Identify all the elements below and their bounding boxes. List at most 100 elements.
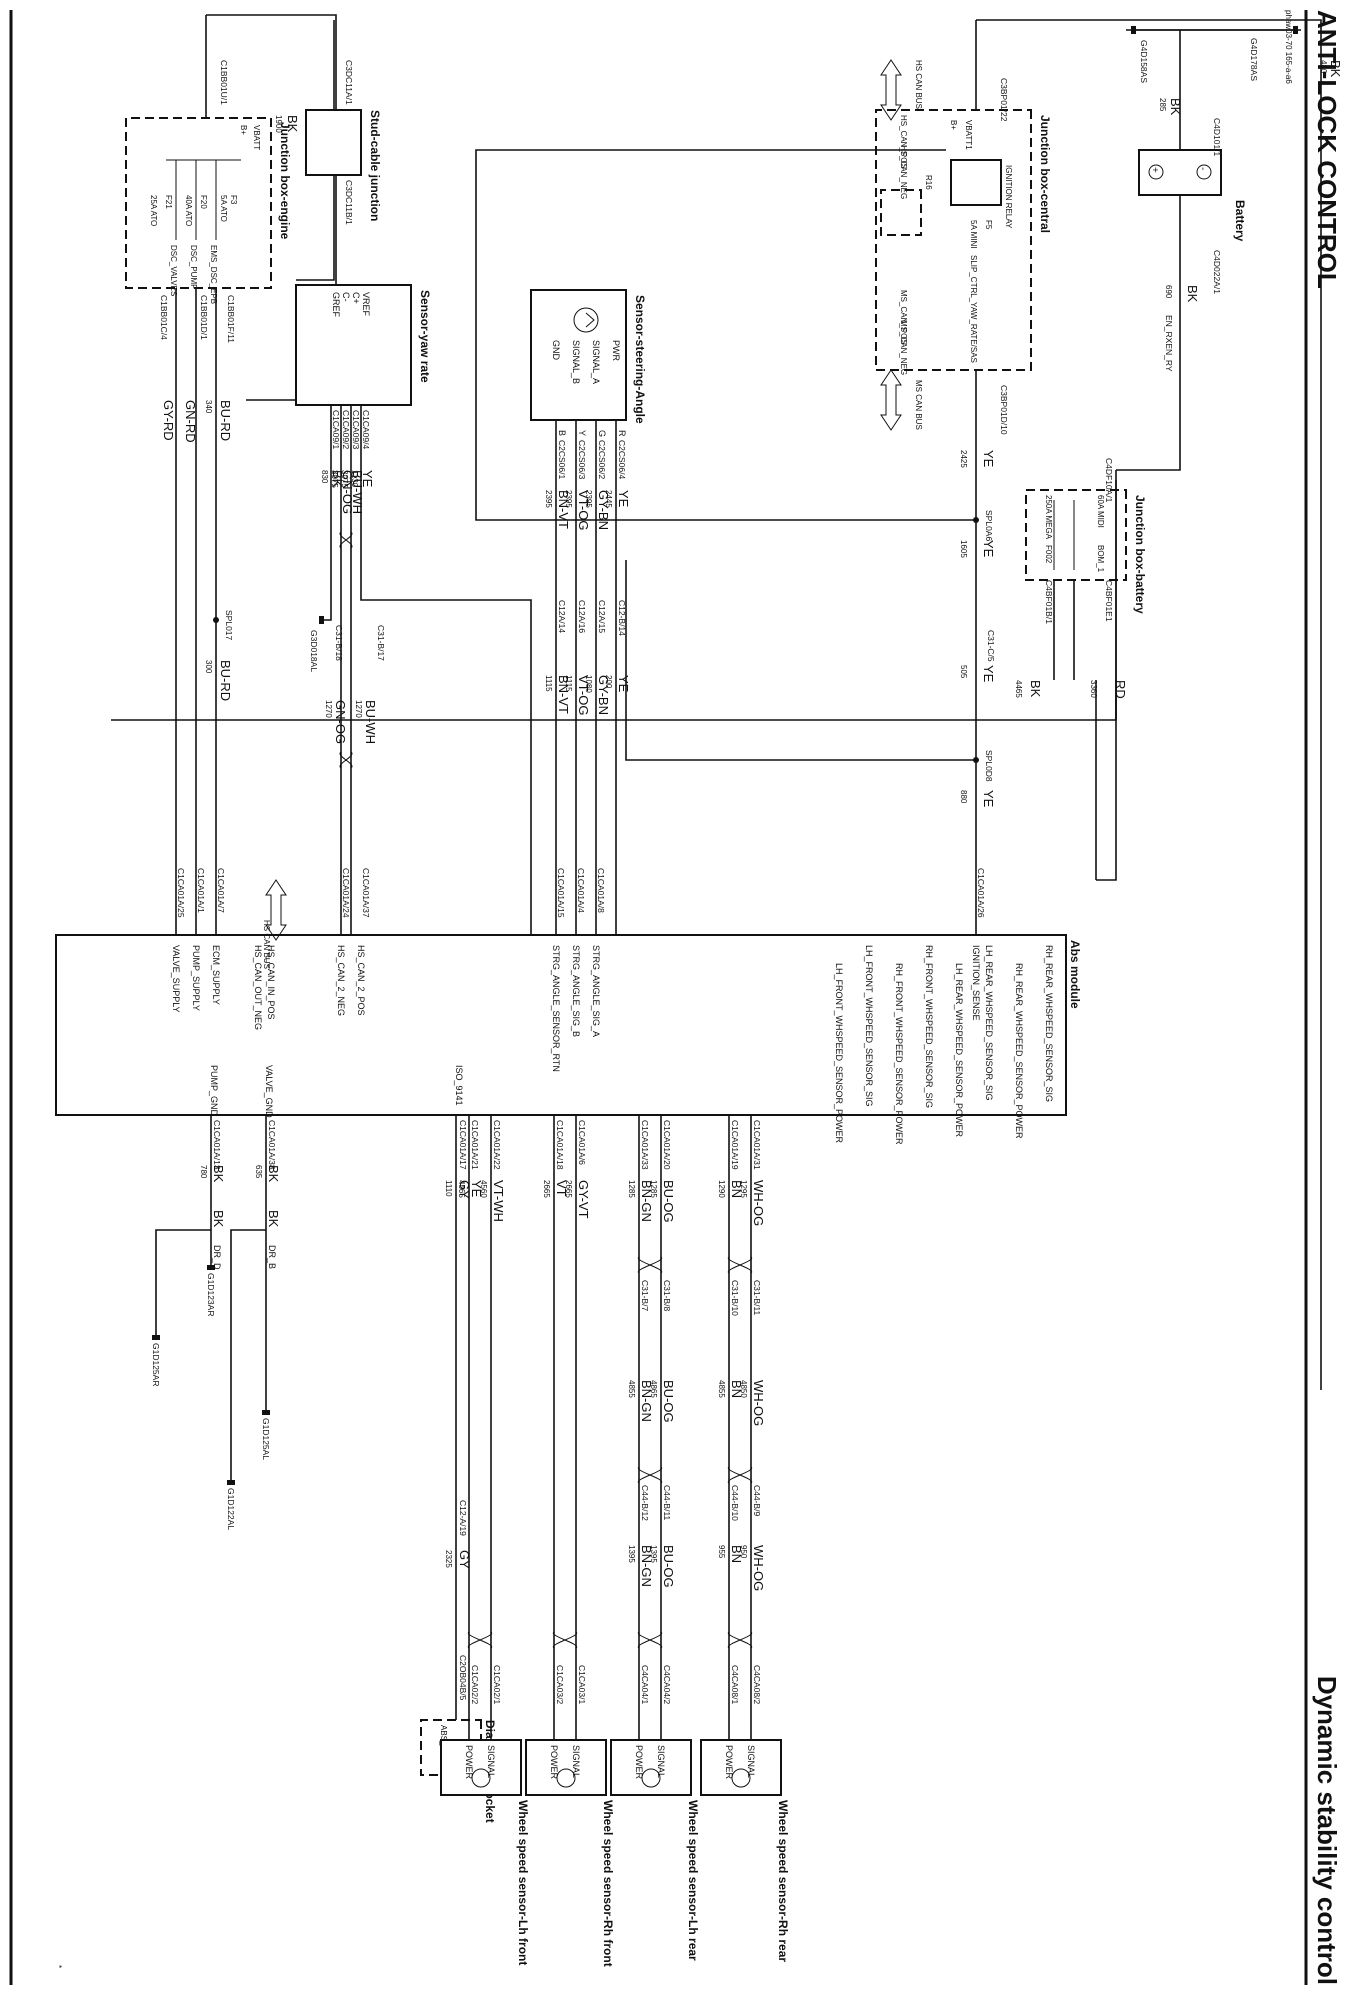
- wire-num: 1080: [584, 675, 593, 693]
- yaw-pin-label: VREF: [361, 292, 371, 317]
- conn-label: C31-B/17: [376, 625, 386, 661]
- wheel-speed-sensor-box: [525, 1739, 607, 1796]
- conn-label: C1CA02/1: [492, 1665, 502, 1704]
- svg-text:R16: R16: [924, 175, 933, 190]
- ground-g4d158as: G4D158AS: [1139, 40, 1149, 83]
- svg-text:C3DC11B/1: C3DC11B/1: [344, 180, 354, 225]
- wire-num: 1395: [627, 1545, 636, 1563]
- ground-label: G1D125AR: [151, 1343, 161, 1386]
- junction-box-engine: Junction box-engine VBATT B+ F3 5A ATO F…: [125, 117, 292, 304]
- wire-num: 2395: [564, 490, 573, 508]
- wire-num: 4465: [1014, 680, 1023, 698]
- wire-color: BK: [330, 470, 345, 488]
- wire-num: 1130: [350, 470, 359, 488]
- abs-pump-gnd-label: PUMP_GND: [209, 1065, 219, 1117]
- abs-conn: C1CA01A/4: [576, 868, 586, 913]
- wire-color: GY-BN: [596, 675, 611, 715]
- wire-color: YE: [616, 675, 631, 693]
- conn-label: C4CA04/1: [640, 1665, 650, 1704]
- wheel-pin-label: POWER: [634, 1745, 644, 1780]
- page-title: ANTI-LOCK CONTROL: [1312, 10, 1342, 289]
- svg-text:F5: F5: [984, 220, 993, 230]
- battery-pos-conn: C4D022A/1: [1212, 250, 1222, 294]
- wire-color: YE: [360, 470, 375, 488]
- wire-color: VT: [554, 1180, 569, 1197]
- svg-text:F002: F002: [1044, 545, 1053, 564]
- wire-num: 1115: [564, 675, 573, 692]
- wire-color: BK: [285, 115, 300, 133]
- wire-color: YE: [981, 450, 996, 468]
- svg-text:60A MIDI: 60A MIDI: [1096, 495, 1105, 528]
- wire-color: BK: [1185, 285, 1200, 303]
- steer-pin-label: PWR: [611, 340, 621, 361]
- tone-wheel-icon: [641, 1768, 661, 1788]
- wire-color: BK: [1168, 98, 1183, 116]
- wire-color: YE: [981, 665, 996, 683]
- abs-conn: C1CA01A/24: [341, 868, 351, 918]
- ms-can-bus-arrow: [880, 369, 902, 431]
- conn-label: C4BF01B/1: [1044, 580, 1054, 624]
- wheel-speed-sensor-label: Wheel speed sensor-Rh front: [601, 1800, 615, 1967]
- junction-box-central: Junction box-central IGNITION RELAY R16 …: [875, 109, 1052, 375]
- abs-side-label: RH_REAR_WHSPEED_SENSOR_SIG: [1044, 945, 1054, 1102]
- wheel-pin-label: POWER: [724, 1745, 734, 1780]
- abs-conn: C1CA01A/37: [361, 868, 371, 918]
- abs-conn: C1CA01A/22: [492, 1120, 502, 1170]
- hs-can-bus-arrow: [880, 59, 902, 121]
- wire-num: 4855: [627, 1380, 636, 1398]
- wheel-speed-sensor-label: Wheel speed sensor-Rh rear: [776, 1800, 790, 1962]
- wire-color: BU-WH: [350, 470, 365, 514]
- svg-text:SLIP_CTRL_YAW_RATE/SAS: SLIP_CTRL_YAW_RATE/SAS: [969, 255, 978, 363]
- twisted-pair-marker: [339, 751, 353, 769]
- wire-color: BU-OG: [661, 1545, 676, 1588]
- conn-label: C1CA03/2: [555, 1665, 565, 1704]
- battery-label: Battery: [1233, 200, 1247, 242]
- abs-pin-label: HS_CAN_OUT_NEG: [253, 945, 263, 1030]
- wire-num: 340: [204, 400, 213, 414]
- wire-color: VT-WH: [491, 1180, 506, 1222]
- wire-num: 1605: [959, 540, 968, 558]
- wire-num: 955: [717, 1545, 726, 1559]
- wire-color: YE: [981, 790, 996, 808]
- battery: - + Battery C4D022A/1 C4D101/1: [1138, 118, 1247, 294]
- wheel-pin-label: POWER: [464, 1745, 474, 1780]
- svg-text:Junction box-battery: Junction box-battery: [1133, 495, 1147, 614]
- svg-text:+: +: [1149, 167, 1160, 173]
- abs-conn: C1CA01A/6: [577, 1120, 587, 1165]
- abs-side-label: LH_REAR_WHSPEED_SENSOR_SIG: [984, 945, 994, 1101]
- svg-text:HS_CAN_NEG: HS_CAN_NEG: [899, 145, 908, 199]
- steer-pin-code: G: [597, 430, 607, 437]
- wire-num: 1115: [544, 675, 553, 692]
- wire-num: 1295: [739, 1180, 748, 1198]
- wire-color: BN-GN: [639, 1180, 654, 1222]
- conn-label: C31-B/11: [752, 1280, 762, 1316]
- sensor-yaw-rate: Sensor-yaw rate: [295, 284, 432, 406]
- steer-pin-conn: C2CS06/2: [597, 440, 607, 479]
- abs-valve-gnd-label: VALVE_GND: [264, 1065, 274, 1118]
- conn-label: C12-B/14: [617, 600, 627, 636]
- yaw-pin-conn: C1CA09/1: [331, 410, 341, 449]
- ms-can-bus-label: MS CAN BUS: [914, 380, 923, 430]
- abs-pin-label: PUMP_SUPPLY: [191, 945, 201, 1011]
- wire-color: WH-OG: [751, 1380, 766, 1426]
- wire-color: GN-OG: [333, 700, 348, 744]
- wire-num: 635: [254, 1165, 263, 1179]
- abs-conn: C1CA01A/19: [730, 1120, 740, 1170]
- wire-num: 1395: [649, 1545, 658, 1563]
- abs-side-label: RH_REAR_WHSPEED_SENSOR_POWER: [1014, 963, 1024, 1139]
- wire-color: BK: [211, 1210, 226, 1228]
- wire-num: 2665: [542, 1180, 551, 1198]
- conn-label: C1CA02/2: [470, 1665, 480, 1704]
- steer-pin-code: R: [617, 430, 627, 437]
- svg-text:EMS_DSC_EPB: EMS_DSC_EPB: [209, 245, 218, 304]
- svg-text:40A ATO: 40A ATO: [184, 195, 193, 226]
- wire-num: 4565: [457, 1180, 466, 1198]
- wire-num: 3360: [1089, 680, 1098, 698]
- svg-text:C1BB01F/11: C1BB01F/11: [226, 295, 236, 343]
- steer-pin-label: GND: [551, 340, 561, 361]
- conn-label: C44-B/11: [662, 1485, 672, 1521]
- svg-text:250A MEGA: 250A MEGA: [1044, 495, 1053, 540]
- wire-yaw-vref: [360, 405, 532, 935]
- wire-color: BN-VT: [556, 490, 571, 529]
- wire-color: GN-RD: [183, 400, 198, 443]
